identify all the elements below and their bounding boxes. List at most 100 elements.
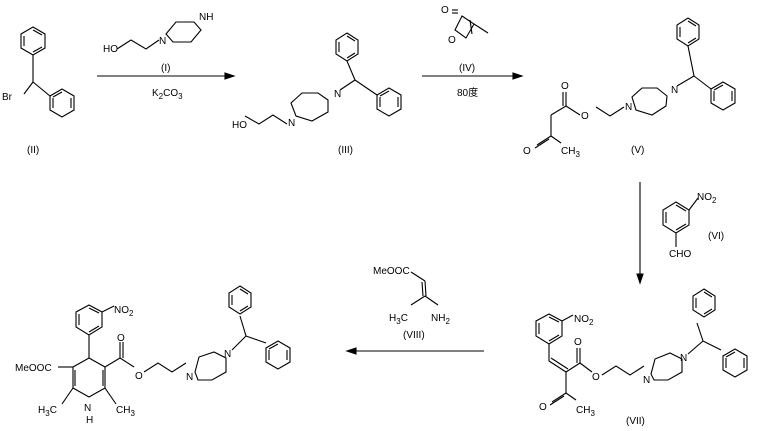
compound-label-VIII: (VIII) xyxy=(403,330,425,341)
aromatic-bond xyxy=(687,37,697,44)
phenyl-ring-top xyxy=(692,288,716,318)
compound-VI-structure: NO2 CHO xyxy=(662,192,717,260)
ethyl-chain xyxy=(244,114,288,125)
compound-label-IV: (IV) xyxy=(459,63,475,74)
aromatic-bond xyxy=(268,343,279,350)
compound-label-III: (III) xyxy=(338,145,353,156)
aromatic-bond xyxy=(379,90,390,97)
bond xyxy=(354,79,378,96)
bond xyxy=(239,315,247,337)
phenyl-ring-left xyxy=(20,26,46,56)
aromatic-bond xyxy=(675,223,687,231)
arrowhead-1 xyxy=(224,72,236,80)
phenyl-ring-right xyxy=(710,81,736,111)
benzene-ring xyxy=(535,313,563,345)
bond xyxy=(410,271,426,282)
methyl-group: CH3 xyxy=(561,146,580,159)
amino-group: NH2 xyxy=(431,313,450,326)
bond xyxy=(245,335,267,344)
carbonyl-oxygen: O xyxy=(117,333,125,344)
methyl-group-left: H3C xyxy=(38,405,57,418)
ester-oxygen: O xyxy=(581,111,589,122)
methyl-group: CH3 xyxy=(576,405,595,418)
aromatic-bond xyxy=(713,84,724,91)
aromatic-bond xyxy=(239,288,249,295)
carbonyl-oxygen: O xyxy=(561,81,569,92)
compound-VII-structure: NO2 O CH3 O O N N xyxy=(535,288,748,418)
compound-I-structure: HO N NH xyxy=(103,12,213,55)
bond xyxy=(687,340,704,355)
hydroxyl-group: HO xyxy=(232,120,247,131)
compound-label-VII: (VII) xyxy=(626,416,645,427)
bond xyxy=(550,105,567,116)
ester-group: MeOOC xyxy=(373,266,410,277)
alkene-bond xyxy=(421,281,424,297)
aromatic-bond xyxy=(548,316,560,323)
ethyl-chain xyxy=(601,365,645,376)
nitro-group: NO2 xyxy=(114,305,134,318)
ethyl-chain xyxy=(143,362,187,373)
nh-group: NH xyxy=(199,12,213,23)
alkene-bond xyxy=(550,357,569,370)
piperazine-ring xyxy=(194,351,227,381)
compound-label-V: (V) xyxy=(631,145,644,156)
nitrogen-atom: N xyxy=(288,118,295,129)
bond xyxy=(410,295,426,306)
aromatic-bond xyxy=(32,46,43,53)
ring-oxygen: O xyxy=(448,35,456,46)
aromatic-bond xyxy=(52,91,63,98)
bond xyxy=(32,81,51,97)
aromatic-bond xyxy=(675,204,687,212)
compound-label-II: (II) xyxy=(27,145,39,156)
arrowhead-4 xyxy=(345,347,357,355)
methyl-bond xyxy=(473,23,489,34)
carbonyl-bond xyxy=(549,395,565,406)
aromatic-bond xyxy=(32,29,43,36)
compound-label-VI: (VI) xyxy=(708,231,724,242)
bond xyxy=(550,135,562,144)
alkene-bond xyxy=(424,280,427,297)
compound-label-I: (I) xyxy=(161,63,170,74)
aromatic-bond xyxy=(548,334,560,342)
benzene-ring xyxy=(662,201,690,234)
bond xyxy=(565,362,581,373)
bond xyxy=(687,45,695,77)
nitrophenyl-ring xyxy=(75,304,103,336)
bond xyxy=(101,305,115,313)
phenyl-ring-right xyxy=(722,348,748,378)
carbonyl-bond xyxy=(534,138,550,149)
piperazine-ring xyxy=(631,87,668,116)
arrowhead-3 xyxy=(636,273,644,285)
phenyl-ring-top xyxy=(228,285,252,315)
aromatic-bond xyxy=(703,291,713,298)
bond xyxy=(702,340,722,351)
bond xyxy=(231,335,247,351)
nitrogen-atom: N xyxy=(186,372,193,383)
methyl-ester-group: MeOOC xyxy=(15,363,52,374)
nitrogen-atom: N xyxy=(643,375,650,386)
piperazine-ring xyxy=(650,352,683,381)
compound-IV-structure: O O xyxy=(441,5,489,46)
nitrogen-atom: N xyxy=(671,85,678,96)
ketone-oxygen: O xyxy=(523,146,531,157)
bond xyxy=(104,357,121,368)
phenyl-ring-right xyxy=(376,87,402,117)
nitrogen-atom: N xyxy=(224,349,231,360)
ring-nitrogen: N xyxy=(84,403,91,414)
bond xyxy=(693,75,712,90)
bond xyxy=(561,314,574,322)
final-product-structure: NO2 MeOOC H3C CH3 N H O O N N xyxy=(15,285,291,426)
phenyl-ring-right xyxy=(265,340,291,370)
ethyl-chain xyxy=(595,106,625,117)
bond xyxy=(696,322,704,342)
aromatic-bond xyxy=(88,325,100,333)
bond xyxy=(424,295,439,306)
methyl-group: H3C xyxy=(389,313,408,326)
methyl-group-right: CH3 xyxy=(116,405,135,418)
aromatic-bond xyxy=(239,305,249,312)
bond xyxy=(104,387,117,405)
bond xyxy=(676,75,695,87)
nitrogen-atom: N xyxy=(334,89,341,100)
aromatic-bond xyxy=(725,351,736,358)
